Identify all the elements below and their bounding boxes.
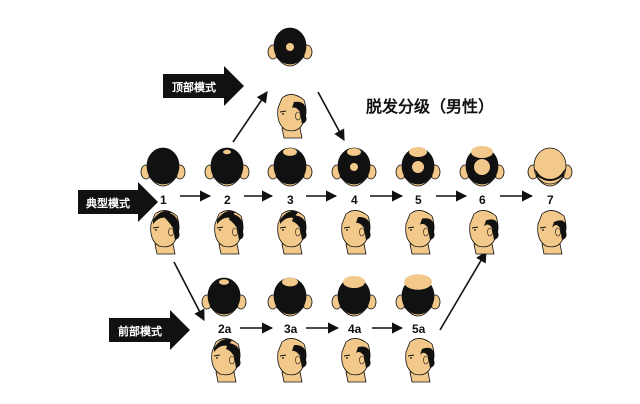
- typical-stage-number: 4: [351, 193, 358, 207]
- typical-pattern-heads: [140, 145, 573, 255]
- arrow-to-stage-6: [439, 251, 487, 331]
- frontal-side-head-5a: [405, 338, 435, 383]
- frontal-stage-number: 3a: [284, 322, 298, 336]
- diagram-title: 脱发分级（男性）: [366, 97, 494, 116]
- frontal-side-head-2a: [211, 338, 241, 383]
- label-frontal-text: 前部模式: [118, 324, 162, 338]
- typical-side-head-4: [341, 210, 371, 255]
- frontal-side-head-3a: [277, 338, 307, 383]
- typical-stage-number: 3: [287, 193, 294, 207]
- arrow-to-vertex: [232, 91, 268, 143]
- typical-stage-number: 2: [224, 193, 231, 207]
- frontal-stage-number: 4a: [348, 322, 362, 336]
- frontal-stage-number: 2a: [218, 322, 232, 336]
- typical-stage-number: 5: [415, 193, 422, 207]
- label-typical-pattern: 典型模式: [78, 182, 158, 222]
- frontal-top-head-5a: [395, 274, 441, 317]
- typical-stage-number: 6: [479, 193, 486, 207]
- frontal-top-head-2a: [201, 277, 247, 317]
- frontal-top-head-3a: [267, 277, 313, 317]
- frontal-top-head-4a: [331, 275, 377, 317]
- label-vertex-pattern: 顶部模式: [163, 66, 244, 106]
- typical-stage-numbers: 1 2 3 4 5 6 7: [160, 193, 554, 207]
- typical-top-head-7: [527, 147, 573, 187]
- connector-arrows: [173, 91, 534, 334]
- typical-stage-number: 7: [547, 193, 554, 207]
- typical-top-head-1: [140, 147, 186, 187]
- vertex-pattern-heads: [267, 27, 313, 139]
- typical-side-head-5: [405, 210, 435, 255]
- typical-side-head-3: [277, 210, 307, 255]
- typical-top-head-4: [331, 147, 377, 187]
- arrow-to-frontal: [173, 261, 205, 321]
- typical-side-head-6: [469, 210, 499, 255]
- arrow-from-vertex: [317, 91, 345, 141]
- typical-side-head-7: [537, 210, 567, 255]
- frontal-stage-numbers: 2a 3a 4a 5a: [218, 322, 426, 336]
- frontal-pattern-heads: [201, 274, 441, 383]
- vertex-side-head: [277, 94, 307, 139]
- typical-side-head-2: [214, 210, 244, 255]
- typical-top-head-3: [267, 147, 313, 187]
- typical-top-head-2: [204, 147, 250, 187]
- typical-side-head-1: [150, 210, 180, 255]
- frontal-side-head-4a: [341, 338, 371, 383]
- typical-stage-number: 1: [160, 193, 167, 207]
- label-typical-text: 典型模式: [86, 196, 130, 210]
- label-vertex-text: 顶部模式: [172, 80, 216, 94]
- vertex-top-head: [267, 27, 313, 67]
- frontal-stage-number: 5a: [412, 322, 426, 336]
- typical-top-head-6: [459, 145, 505, 187]
- label-frontal-pattern: 前部模式: [109, 310, 190, 350]
- typical-top-head-5: [395, 147, 441, 187]
